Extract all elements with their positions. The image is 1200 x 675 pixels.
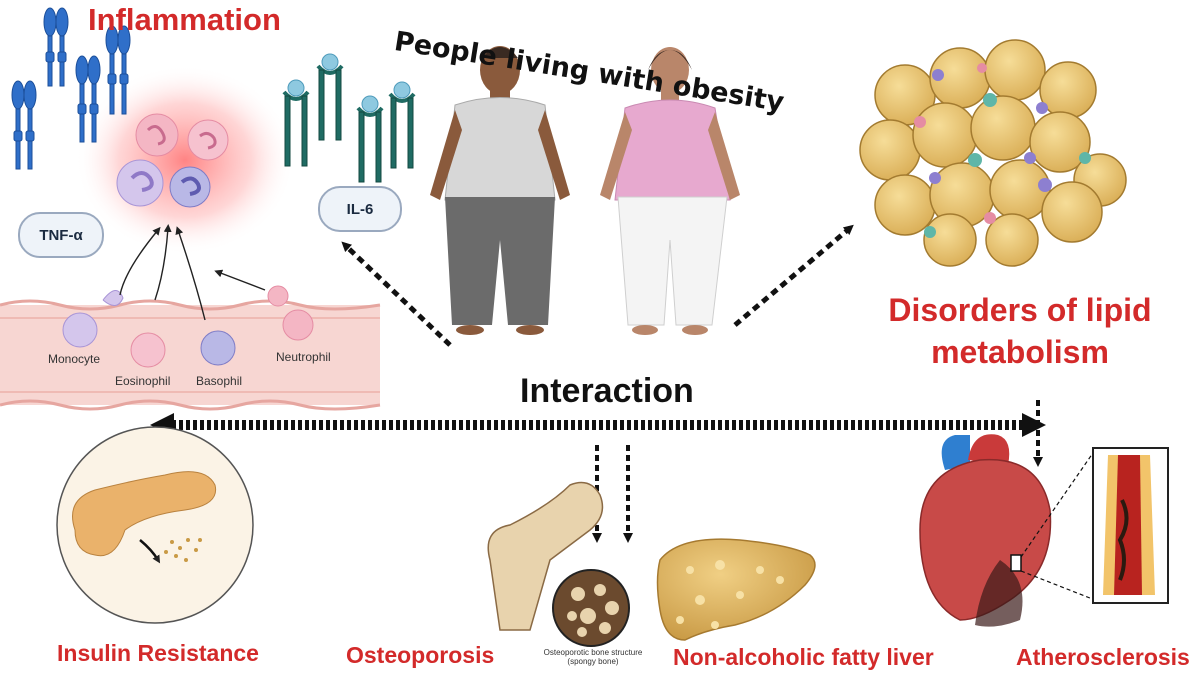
migration-arrows xyxy=(119,224,266,321)
insulin-resistance-label: Insulin Resistance xyxy=(57,640,259,666)
lipid-label-line1: Disorders of lipid xyxy=(888,292,1152,328)
fatty-liver-label: Non-alcoholic fatty liver xyxy=(673,644,934,670)
inflammation-illustration xyxy=(11,7,295,255)
eosinophil-label: Eosinophil xyxy=(115,374,171,388)
bone-caption-line1: Osteoporotic bone structure xyxy=(543,648,643,657)
inflammation-heading: Inflammation xyxy=(88,2,281,37)
obese-woman-icon xyxy=(600,47,740,335)
bone-icon xyxy=(487,481,630,647)
tnf-alpha-receptor-icon xyxy=(11,7,131,170)
interaction-bar xyxy=(150,413,1046,437)
pancreas-icon xyxy=(56,426,254,624)
lipid-label-line2: metabolism xyxy=(931,334,1109,370)
osteoporosis-label: Osteoporosis xyxy=(346,642,495,668)
heart-icon xyxy=(919,434,1096,627)
neutrophil-label: Neutrophil xyxy=(276,350,331,364)
adipose-tissue-icon xyxy=(859,39,1127,267)
fatty-liver-icon xyxy=(656,538,816,641)
il6-label: IL-6 xyxy=(318,186,402,232)
blood-vessel-icon xyxy=(0,285,381,411)
basophil-label: Basophil xyxy=(196,374,243,388)
tnf-alpha-label: TNF-α xyxy=(18,212,104,258)
monocyte-label: Monocyte xyxy=(48,352,101,366)
bone-caption: Osteoporotic bone structure (spongy bone… xyxy=(532,648,654,666)
il6-receptor-icon xyxy=(282,53,416,183)
immune-cell-cluster-icon xyxy=(116,113,229,208)
obese-man-icon xyxy=(430,46,570,335)
bone-caption-line2: (spongy bone) xyxy=(567,657,619,666)
dashed-arrows xyxy=(341,224,854,347)
arrow-to-lipid xyxy=(733,224,854,327)
atherosclerosis-label: Atherosclerosis xyxy=(1016,644,1190,670)
arrow-to-inflammation xyxy=(341,241,452,347)
artery-plaque-icon xyxy=(1092,447,1169,604)
interaction-label: Interaction xyxy=(520,372,694,410)
